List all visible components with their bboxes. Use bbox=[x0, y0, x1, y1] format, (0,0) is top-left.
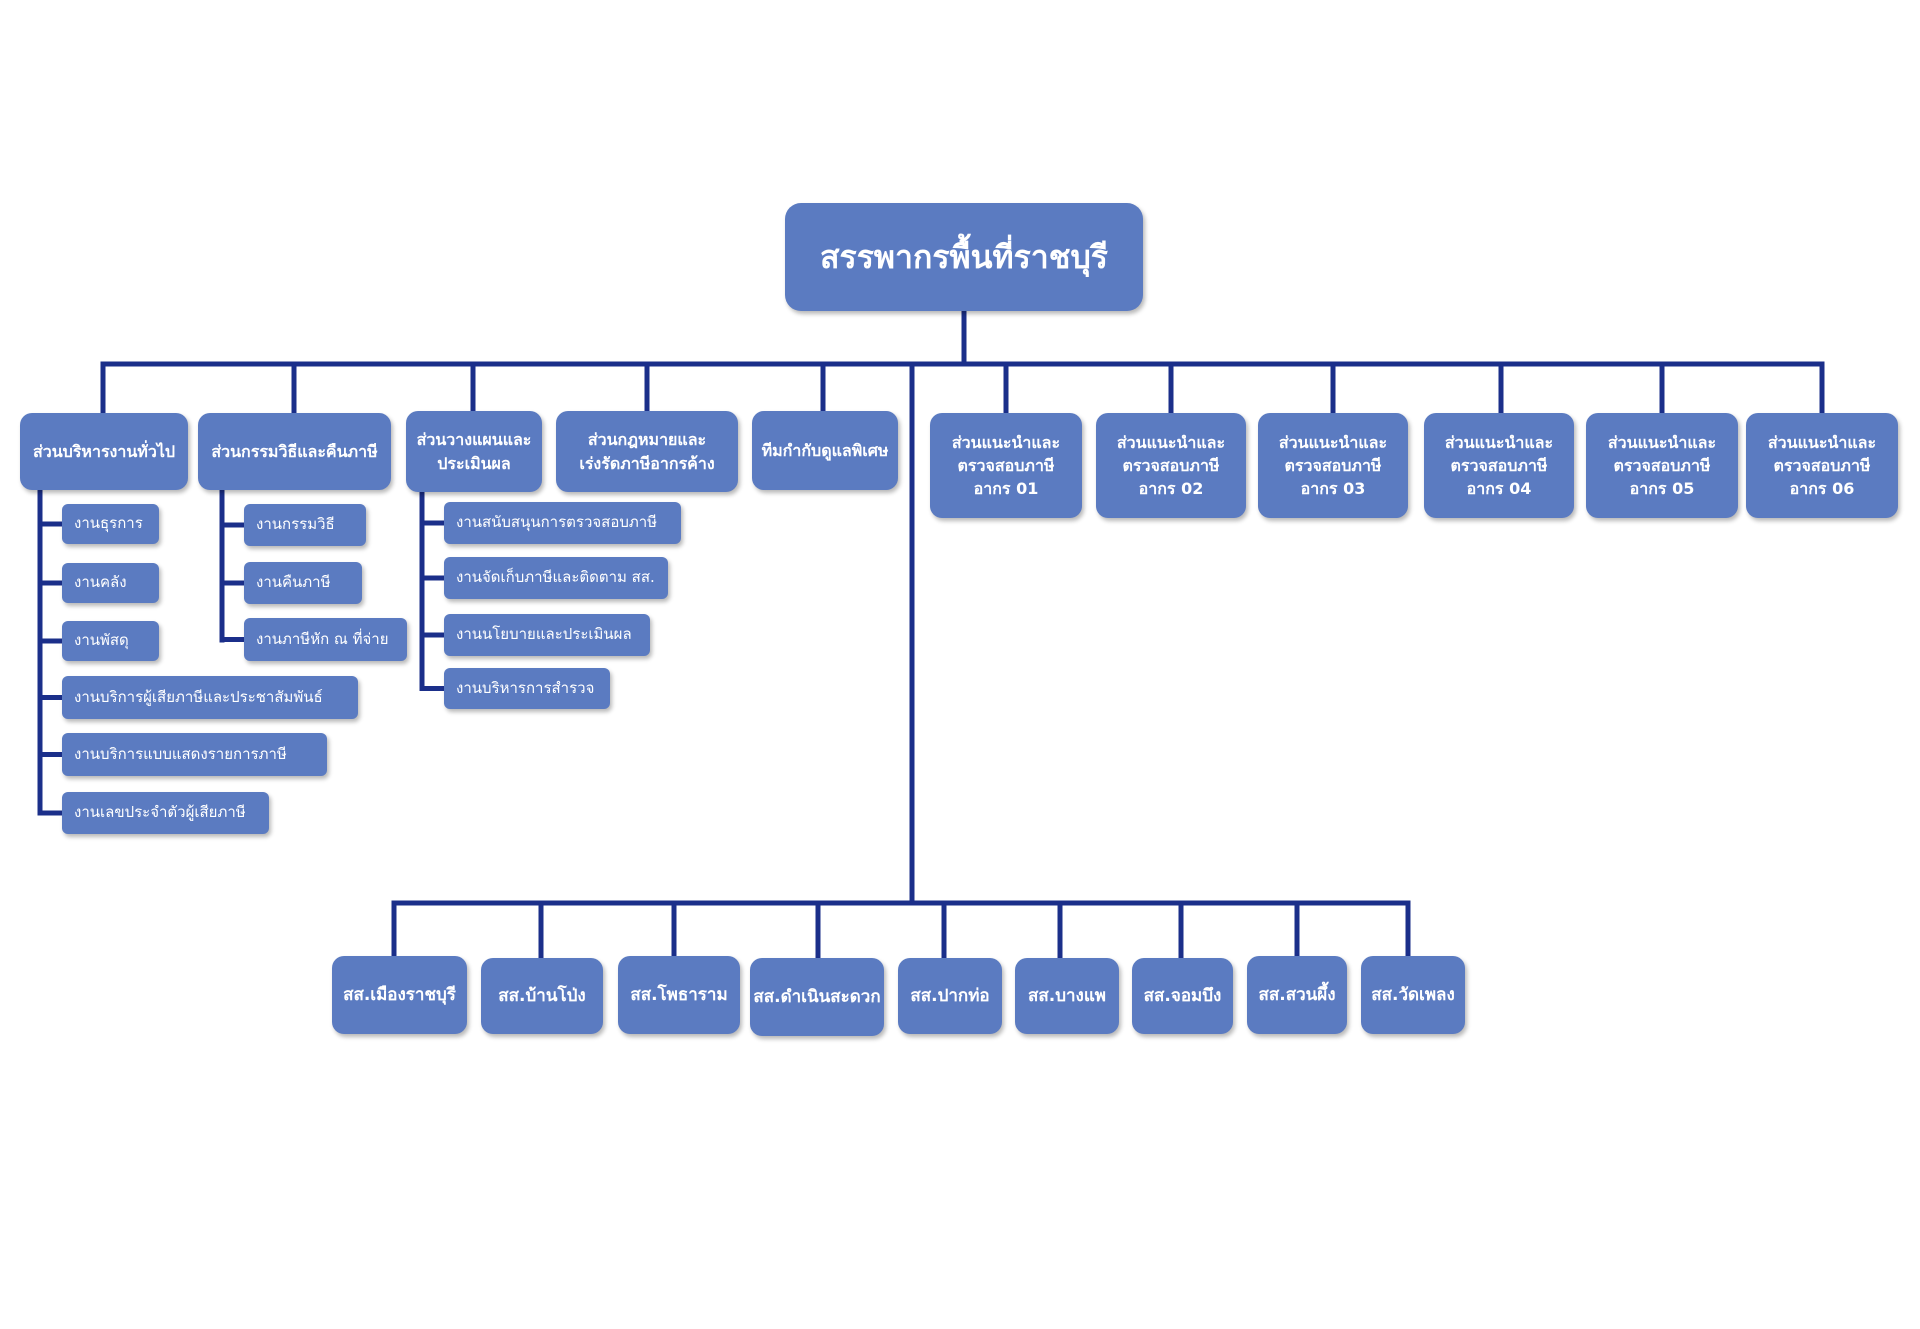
processing-unit-label: งานกรรมวิธี bbox=[256, 515, 335, 534]
department-label-line: อากร 01 bbox=[973, 479, 1039, 499]
planning-unit-label: งานสนับสนุนการตรวจสอบภาษี bbox=[456, 513, 658, 532]
branch-office-box[interactable]: สส.จอมบึง bbox=[1132, 958, 1233, 1034]
general-admin-unit-box[interactable]: งานพัสดุ bbox=[62, 621, 159, 661]
general-admin-unit-label: งานบริการผู้เสียภาษีและประชาสัมพันธ์ bbox=[74, 687, 323, 706]
branch-office-box[interactable]: สส.บ้านโป่ง bbox=[481, 958, 603, 1034]
department-box[interactable]: ส่วนแนะนำและตรวจสอบภาษีอากร 01 bbox=[930, 413, 1082, 518]
department-box[interactable]: ส่วนแนะนำและตรวจสอบภาษีอากร 03 bbox=[1258, 413, 1408, 518]
branch-office-box[interactable]: สส.เมืองราชบุรี bbox=[332, 956, 467, 1034]
department-box[interactable]: ส่วนแนะนำและตรวจสอบภาษีอากร 02 bbox=[1096, 413, 1246, 518]
department-label-line: อากร 06 bbox=[1789, 479, 1855, 499]
branch-office-box[interactable]: สส.บางแพ bbox=[1015, 958, 1119, 1034]
department-label-line: เร่งรัดภาษีอากรค้าง bbox=[579, 453, 715, 473]
planning-unit-label: งานจัดเก็บภาษีและติดตาม สส. bbox=[456, 568, 655, 587]
department-label-line: ส่วนกฎหมายและ bbox=[587, 430, 707, 450]
department-label-line: ตรวจสอบภาษี bbox=[1773, 455, 1871, 475]
branch-office-label: สส.จอมบึง bbox=[1143, 985, 1222, 1006]
branch-office-box[interactable]: สส.ปากท่อ bbox=[898, 958, 1002, 1034]
branch-office-label: สส.วัดเพลง bbox=[1371, 984, 1455, 1005]
department-label-line: ทีมกำกับดูแลพิเศษ bbox=[761, 440, 889, 460]
planning-unit-box[interactable]: งานนโยบายและประเมินผล bbox=[444, 614, 650, 656]
branch-office-label: สส.โพธาราม bbox=[630, 984, 728, 1005]
planning-unit-box[interactable]: งานสนับสนุนการตรวจสอบภาษี bbox=[444, 502, 681, 544]
branch-office-label: สส.สวนผึ้ง bbox=[1258, 984, 1336, 1005]
root-office-box[interactable]: สรรพากรพื้นที่ราชบุรี bbox=[785, 203, 1143, 311]
processing-unit-label: งานคืนภาษี bbox=[256, 573, 331, 592]
processing-unit-box[interactable]: งานภาษีหัก ณ ที่จ่าย bbox=[244, 618, 407, 661]
root-title: สรรพากรพื้นที่ราชบุรี bbox=[820, 237, 1108, 276]
department-box[interactable]: ส่วนแนะนำและตรวจสอบภาษีอากร 06 bbox=[1746, 413, 1898, 518]
department-label-line: ส่วนแนะนำและ bbox=[1444, 432, 1554, 452]
department-label-line: อากร 04 bbox=[1466, 479, 1532, 499]
processing-unit-label: งานภาษีหัก ณ ที่จ่าย bbox=[256, 629, 389, 648]
branch-office-label: สส.เมืองราชบุรี bbox=[343, 984, 456, 1005]
general-admin-unit-box[interactable]: งานบริการแบบแสดงรายการภาษี bbox=[62, 733, 327, 776]
department-label-line: ส่วนกรรมวิธีและคืนภาษี bbox=[211, 441, 378, 461]
general-admin-unit-label: งานเลขประจำตัวผู้เสียภาษี bbox=[74, 803, 246, 822]
branch-office-box[interactable]: สส.ดำเนินสะดวก bbox=[750, 958, 884, 1036]
processing-unit-box[interactable]: งานกรรมวิธี bbox=[244, 504, 366, 546]
general-admin-unit-label: งานบริการแบบแสดงรายการภาษี bbox=[74, 744, 287, 763]
department-label-line: ส่วนแนะนำและ bbox=[1767, 432, 1877, 452]
department-label-line: อากร 03 bbox=[1300, 479, 1366, 499]
department-box[interactable]: ส่วนกฎหมายและเร่งรัดภาษีอากรค้าง bbox=[556, 411, 738, 492]
department-label-line: ตรวจสอบภาษี bbox=[1613, 455, 1711, 475]
department-box[interactable]: ส่วนแนะนำและตรวจสอบภาษีอากร 04 bbox=[1424, 413, 1574, 518]
department-box[interactable]: ส่วนบริหารงานทั่วไป bbox=[20, 413, 188, 490]
department-label-line: ส่วนบริหารงานทั่วไป bbox=[32, 441, 176, 461]
department-label-line: ตรวจสอบภาษี bbox=[1284, 455, 1382, 475]
department-box[interactable]: ทีมกำกับดูแลพิเศษ bbox=[752, 411, 898, 490]
department-label-line: ตรวจสอบภาษี bbox=[957, 455, 1055, 475]
planning-unit-box[interactable]: งานบริหารการสำรวจ bbox=[444, 668, 610, 709]
branch-office-label: สส.บ้านโป่ง bbox=[498, 985, 586, 1006]
general-admin-unit-box[interactable]: งานธุรการ bbox=[62, 504, 159, 544]
branch-office-label: สส.ปากท่อ bbox=[910, 985, 990, 1006]
general-admin-unit-label: งานธุรการ bbox=[74, 514, 143, 533]
general-admin-unit-label: งานคลัง bbox=[74, 573, 127, 592]
department-label-line: ส่วนวางแผนและ bbox=[416, 430, 532, 450]
general-admin-unit-box[interactable]: งานบริการผู้เสียภาษีและประชาสัมพันธ์ bbox=[62, 676, 358, 719]
planning-unit-label: งานบริหารการสำรวจ bbox=[456, 678, 595, 697]
department-label-line: ส่วนแนะนำและ bbox=[1607, 432, 1717, 452]
department-label-line: ตรวจสอบภาษี bbox=[1122, 455, 1220, 475]
department-label-line: ประเมินผล bbox=[437, 453, 511, 473]
department-label-line: ส่วนแนะนำและ bbox=[1278, 432, 1388, 452]
general-admin-unit-box[interactable]: งานเลขประจำตัวผู้เสียภาษี bbox=[62, 792, 269, 834]
branch-office-label: สส.บางแพ bbox=[1027, 985, 1106, 1006]
general-admin-unit-label: งานพัสดุ bbox=[74, 631, 129, 650]
planning-unit-label: งานนโยบายและประเมินผล bbox=[456, 625, 632, 644]
department-label-line: ตรวจสอบภาษี bbox=[1450, 455, 1548, 475]
department-label-line: ส่วนแนะนำและ bbox=[1116, 432, 1226, 452]
department-label-line: อากร 02 bbox=[1138, 479, 1204, 499]
department-box[interactable]: ส่วนวางแผนและประเมินผล bbox=[406, 411, 542, 492]
department-box[interactable]: ส่วนกรรมวิธีและคืนภาษี bbox=[198, 413, 391, 490]
department-label-line: อากร 05 bbox=[1629, 479, 1695, 499]
branch-office-box[interactable]: สส.สวนผึ้ง bbox=[1247, 956, 1347, 1034]
branch-office-box[interactable]: สส.วัดเพลง bbox=[1361, 956, 1465, 1034]
department-box[interactable]: ส่วนแนะนำและตรวจสอบภาษีอากร 05 bbox=[1586, 413, 1738, 518]
processing-unit-box[interactable]: งานคืนภาษี bbox=[244, 562, 362, 604]
branch-office-box[interactable]: สส.โพธาราม bbox=[618, 956, 740, 1034]
department-label-line: ส่วนแนะนำและ bbox=[951, 432, 1061, 452]
planning-unit-box[interactable]: งานจัดเก็บภาษีและติดตาม สส. bbox=[444, 557, 668, 599]
general-admin-unit-box[interactable]: งานคลัง bbox=[62, 563, 159, 603]
branch-office-label: สส.ดำเนินสะดวก bbox=[753, 986, 881, 1007]
